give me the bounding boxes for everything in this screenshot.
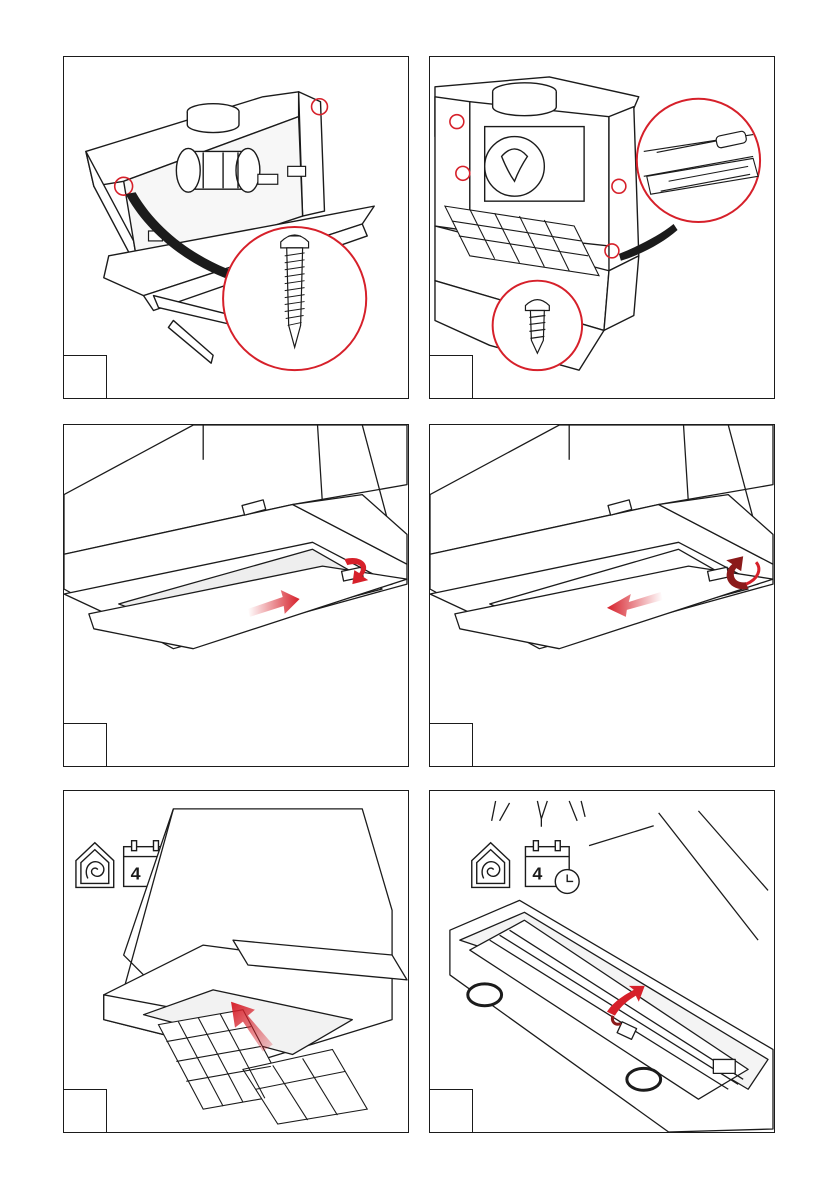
filter-slide-out-illustration [64, 425, 408, 766]
step-panel-4 [429, 424, 775, 767]
hood-fan-removal-illustration [64, 57, 408, 398]
step-number-box [429, 355, 473, 399]
recirculation-house-icon [76, 843, 114, 888]
carbon-filter-insert-illustration: 4 [64, 791, 408, 1132]
step-panel-3 [63, 424, 409, 767]
hood-filter-removal-illustration [430, 57, 774, 398]
filter-slide-in-illustration [430, 425, 774, 766]
step-panel-1 [63, 56, 409, 399]
calendar-digit: 4 [532, 863, 542, 883]
calendar-clock-icon: 4 [525, 841, 579, 894]
step-number-box [429, 1089, 473, 1133]
calendar-digit: 4 [131, 863, 141, 883]
step-panel-6: 4 [429, 790, 775, 1133]
step-number-box [63, 723, 107, 767]
step-number-box [429, 723, 473, 767]
recirculation-house-icon [472, 843, 510, 888]
step-number-box [63, 1089, 107, 1133]
carbon-filter-lift-illustration: 4 [430, 791, 774, 1132]
step-panel-2 [429, 56, 775, 399]
step-number-box [63, 355, 107, 399]
step-panel-5: 4 [63, 790, 409, 1133]
